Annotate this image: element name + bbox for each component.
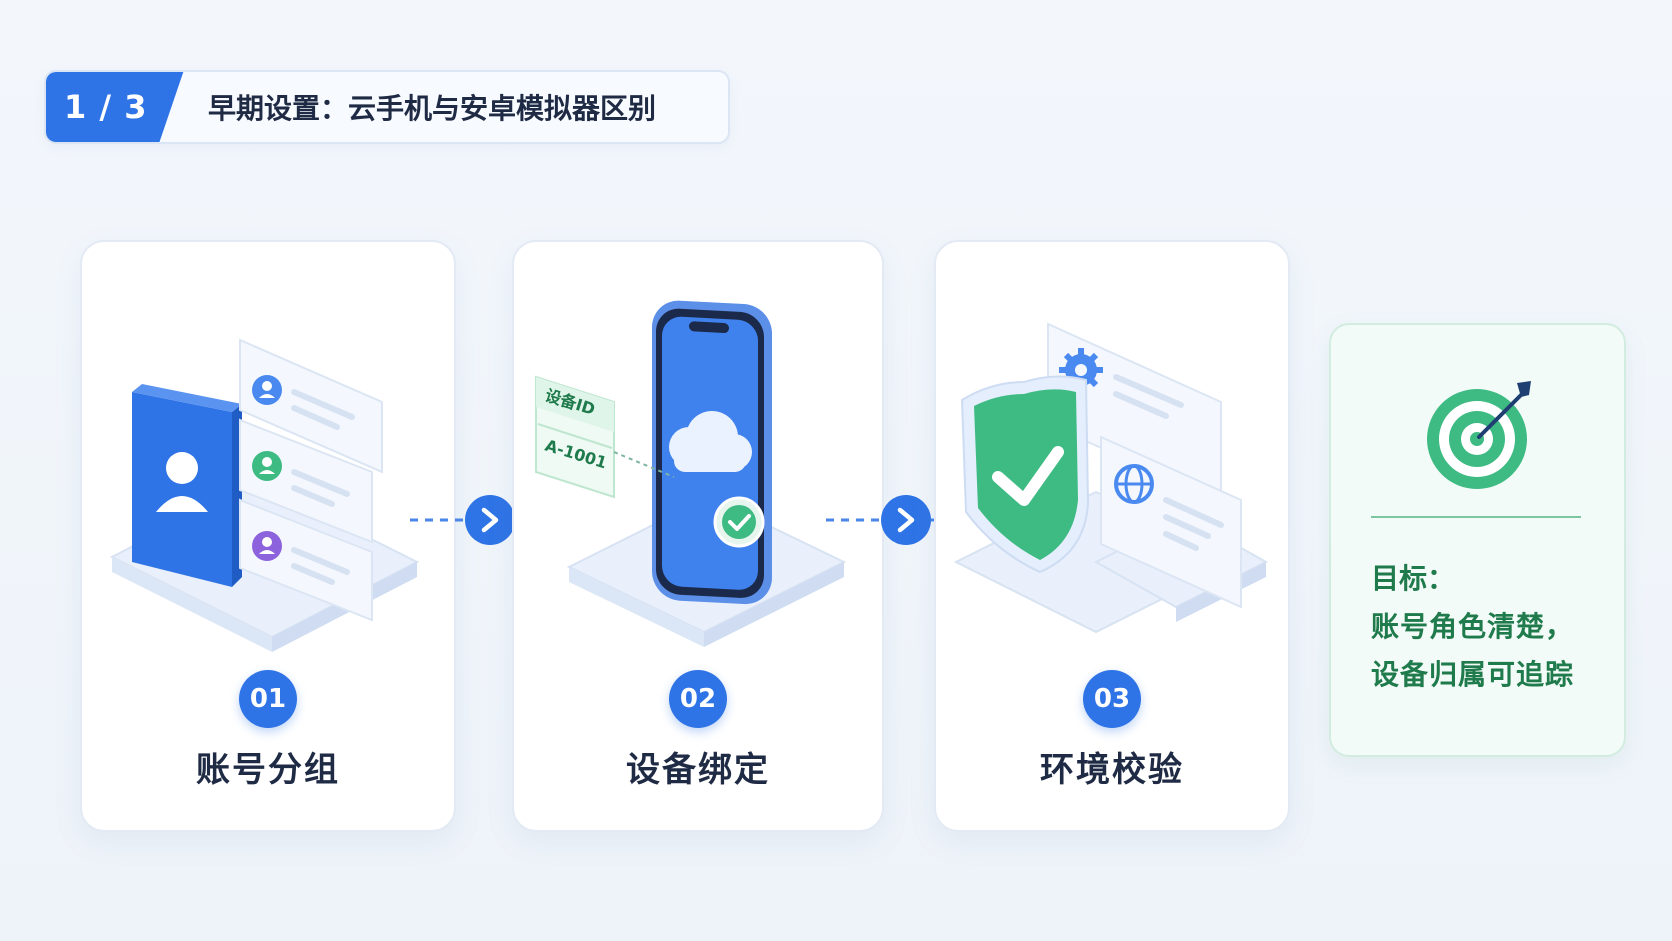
goal-heading: 目标： xyxy=(1371,562,1456,595)
environment-check-illustration xyxy=(953,322,1269,634)
user-panel-purple xyxy=(239,498,373,622)
page-title: 早期设置：云手机与安卓模拟器区别 xyxy=(208,92,657,125)
goal-line-2: 设备归属可追踪 xyxy=(1371,658,1575,691)
step-header: 1 / 3 早期设置：云手机与安卓模拟器区别 xyxy=(44,70,730,144)
user-panel-green xyxy=(239,418,373,544)
step-label: 设备绑定 xyxy=(626,750,770,790)
goal-card: 目标： 账号角色清楚， 设备归属可追踪 xyxy=(1329,323,1626,757)
step-indicator: 1 / 3 xyxy=(46,72,184,142)
step-card-environment-check: 03 环境校验 xyxy=(934,240,1290,832)
flow-connector-1 xyxy=(410,495,570,545)
account-group-illustration xyxy=(109,338,420,652)
step-card-device-binding: 设备ID A-1001 02 设备绑定 xyxy=(512,240,884,832)
flow-connector-2 xyxy=(826,495,986,545)
step-number-badge: 03 xyxy=(1083,670,1141,728)
device-binding-illustration: 设备ID A-1001 xyxy=(535,300,847,647)
step-number-badge: 01 xyxy=(239,670,297,728)
step-card-account-group: 01 账号分组 xyxy=(80,240,456,832)
step-label: 环境校验 xyxy=(1040,750,1184,790)
network-panel xyxy=(1100,435,1242,609)
goal-divider xyxy=(1371,516,1581,518)
chevron-right-icon xyxy=(481,507,499,533)
step-label: 账号分组 xyxy=(196,750,340,790)
step-number-badge: 02 xyxy=(669,670,727,728)
goal-line-1: 账号角色清楚， xyxy=(1371,610,1575,643)
cloud-icon xyxy=(669,411,752,472)
shield-check-icon xyxy=(960,375,1090,574)
user-panel-blue xyxy=(239,338,383,474)
user-icon xyxy=(166,452,198,484)
chevron-right-icon xyxy=(897,507,915,533)
target-icon xyxy=(1427,381,1531,489)
check-circle-icon xyxy=(713,496,765,548)
device-id-tag: 设备ID A-1001 xyxy=(535,375,615,499)
